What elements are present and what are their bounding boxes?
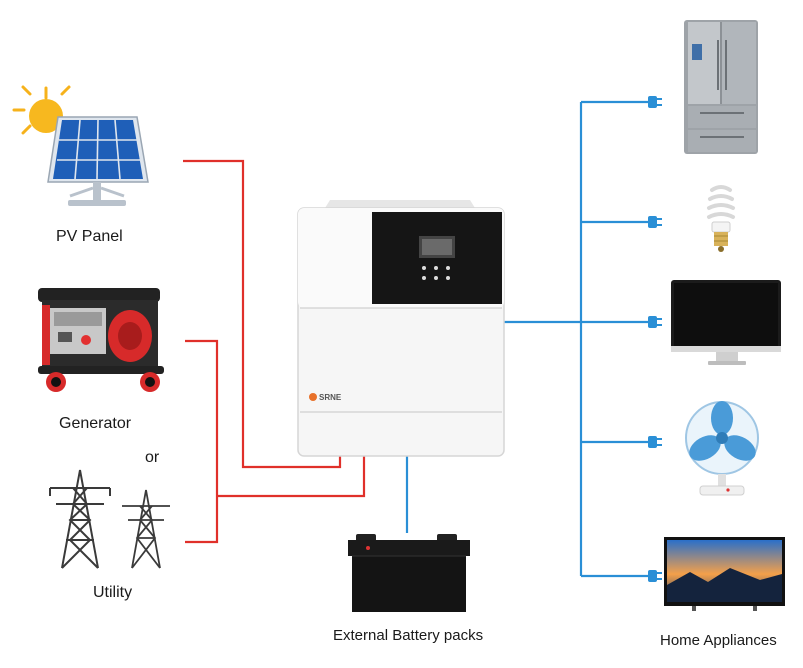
inverter-icon: SRNE [297, 200, 505, 457]
plug-icon [648, 316, 662, 328]
television-icon [664, 537, 785, 611]
battery-label: External Battery packs [333, 627, 484, 644]
plug-icon [648, 436, 662, 448]
home-appliances-label: Home Appliances [660, 632, 777, 649]
utility-label: Utility [93, 584, 133, 601]
battery-icon [348, 534, 470, 612]
plug-icon [648, 570, 662, 582]
power-tower-icon [122, 489, 170, 569]
solar-panel-icon [47, 116, 149, 206]
pv-wire [183, 159, 342, 469]
refrigerator-icon [684, 20, 758, 154]
plug-icon [648, 216, 662, 228]
generator-label: Generator [59, 415, 132, 432]
inverter-brand: SRNE [319, 393, 342, 402]
power-tower-icon [49, 469, 111, 569]
monitor-icon [671, 280, 781, 365]
utility-generator-wire [185, 339, 366, 544]
or-label: or [145, 449, 160, 466]
plug-icon [648, 96, 662, 108]
pv-panel-label: PV Panel [56, 228, 123, 245]
output-wire [503, 100, 650, 578]
light-bulb-icon [707, 185, 735, 252]
electric-fan-icon [685, 401, 759, 496]
generator-icon [38, 288, 164, 392]
sun-icon [12, 85, 71, 135]
